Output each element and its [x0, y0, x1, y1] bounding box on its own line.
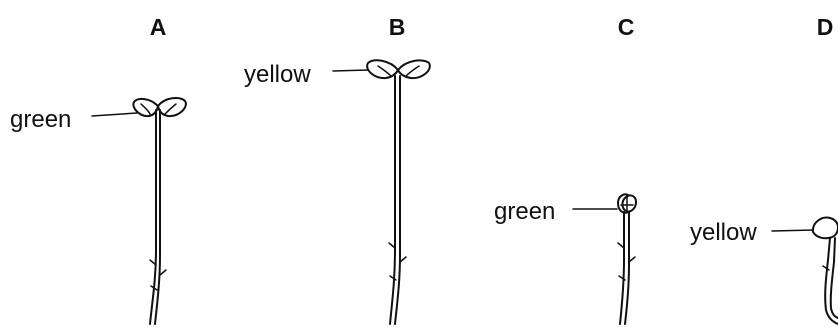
seedling-c-letter: C — [618, 14, 635, 40]
seedling-c: C green — [494, 14, 636, 324]
seedling-d: D yellow — [690, 14, 838, 324]
seedling-b: B yellow — [244, 14, 430, 324]
seedling-a-label-pointer — [92, 113, 137, 116]
seedling-c-cotyledon-label: green — [494, 198, 555, 225]
seedling-c-stem — [618, 212, 635, 324]
seedling-d-cotyledons — [813, 218, 838, 239]
seedling-b-stem — [389, 76, 406, 324]
seedling-a-cotyledon-label: green — [10, 106, 71, 133]
seedling-c-cotyledons — [618, 194, 636, 212]
seedling-d-letter: D — [817, 14, 834, 40]
seedling-b-letter: B — [389, 14, 406, 40]
seedling-a-letter: A — [150, 14, 167, 40]
seedling-a-stem — [150, 110, 166, 324]
seedling-d-cotyledon-label: yellow — [690, 219, 757, 246]
seedling-b-cotyledon-label: yellow — [244, 61, 311, 88]
seedling-a: A green — [10, 14, 186, 324]
seedling-d-stem — [823, 238, 838, 324]
seedling-b-label-pointer — [333, 70, 368, 71]
seedling-b-cotyledons — [367, 60, 430, 78]
seedling-d-label-pointer — [772, 230, 814, 231]
